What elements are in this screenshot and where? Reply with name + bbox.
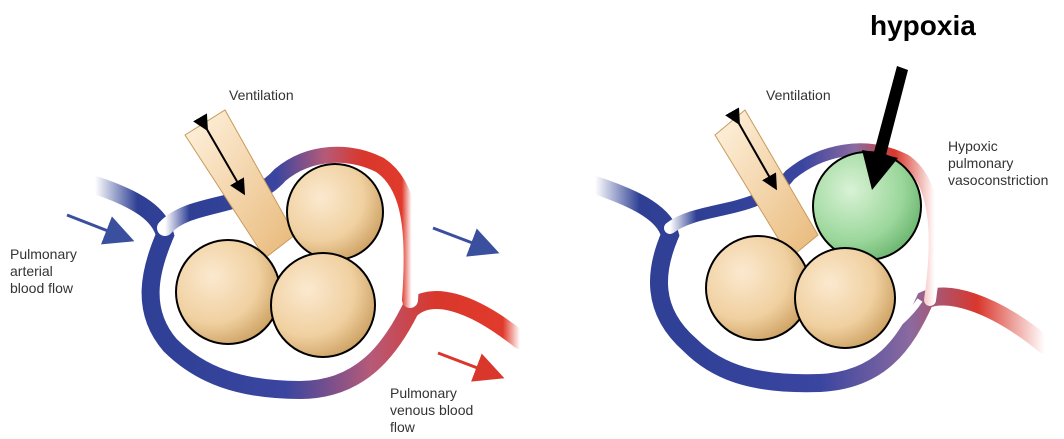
left-alveolus-left <box>176 240 280 344</box>
right-alveolus-bottom <box>795 248 895 348</box>
left-alveolus-top <box>287 164 383 260</box>
left-alveolus-bottom <box>271 253 375 357</box>
venous-flow-label: Pulmonary venous blood flow <box>390 385 473 436</box>
left-arterial-flow-arrow <box>67 215 126 238</box>
ventilation-label-left: Ventilation <box>229 87 294 104</box>
left-venous-flow-arrow <box>438 353 496 375</box>
hpv-label: Hypoxic pulmonary vasoconstriction <box>948 138 1048 189</box>
arterial-flow-label: Pulmonary arterial blood flow <box>10 246 77 297</box>
right-alveolus-left <box>706 236 810 340</box>
left-outflow-arrow <box>433 228 491 250</box>
hypoxia-label: hypoxia <box>870 10 976 42</box>
ventilation-label-right: Ventilation <box>766 87 831 104</box>
